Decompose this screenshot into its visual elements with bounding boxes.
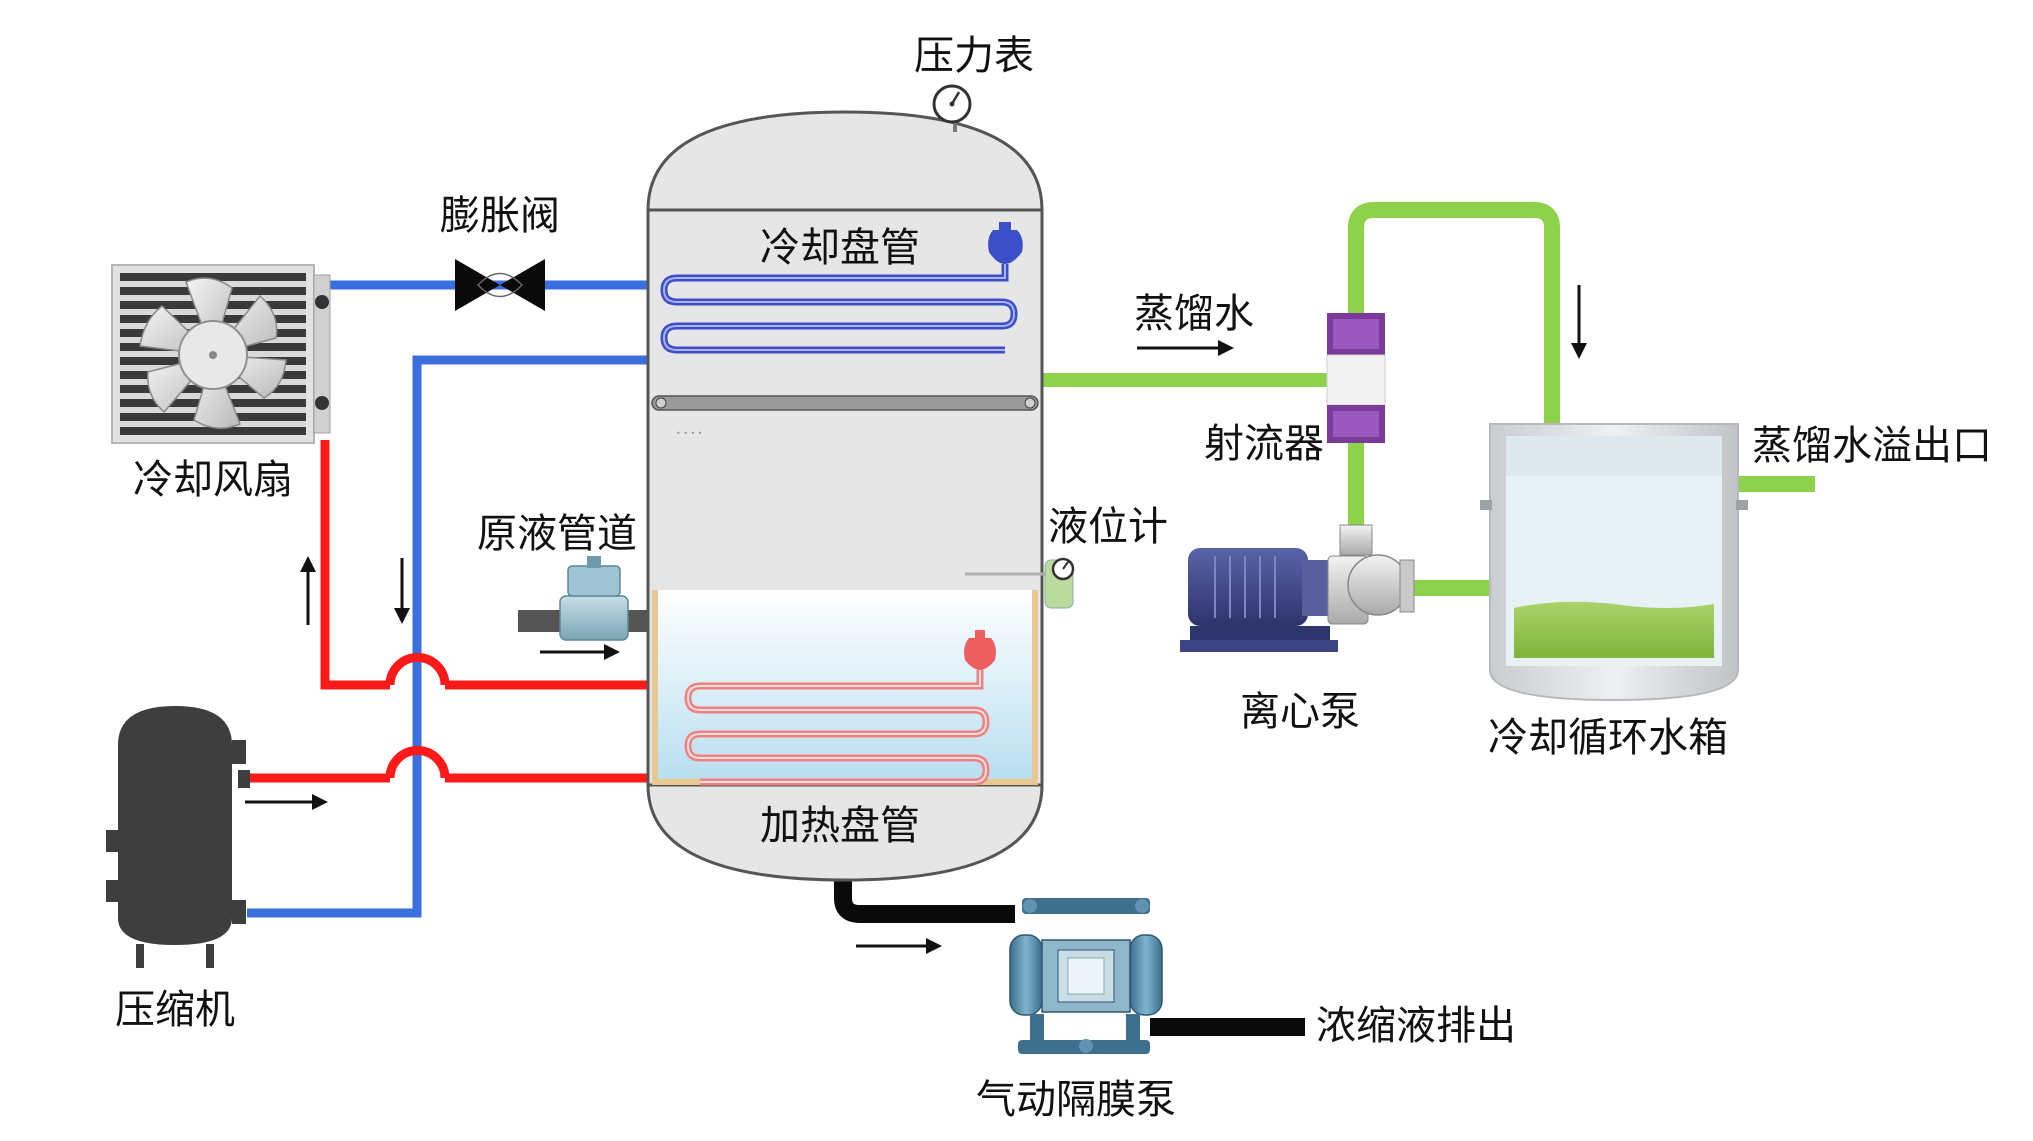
- arrow-right-icon: [245, 794, 328, 810]
- cooling-fan-icon: [111, 264, 331, 444]
- label-level-gauge: 液位计: [1048, 504, 1168, 550]
- pipe-fan-to-heating: [320, 440, 390, 690]
- flow-arrows: [245, 285, 1587, 954]
- arrow-right-icon: [1137, 340, 1234, 356]
- label-distilled-water: 蒸馏水: [1134, 291, 1254, 337]
- label-ejector: 射流器: [1204, 421, 1324, 467]
- cooling-tank-icon: [1480, 423, 1748, 702]
- centrifugal-pump-icon: [1180, 524, 1415, 652]
- pressure-gauge-icon: [932, 84, 972, 132]
- pipe-vessel-return: [247, 355, 648, 918]
- arrow-right-icon: [540, 644, 620, 660]
- label-cooling-fan: 冷却风扇: [133, 457, 293, 503]
- arrow-right-icon: [856, 938, 942, 954]
- label-heating-coil: 加热盘管: [760, 803, 920, 849]
- label-diaphragm-pump: 气动隔膜泵: [976, 1077, 1176, 1123]
- diaphragm-pump-icon: [1009, 898, 1163, 1054]
- heating-coil: [684, 630, 996, 786]
- pipe-crossover-upper: [385, 653, 450, 686]
- cooling-coil: [660, 222, 1023, 354]
- label-cooling-tank: 冷却循环水箱: [1488, 715, 1728, 761]
- compressor-icon: [106, 706, 250, 968]
- label-cooling-coil: 冷却盘管: [760, 225, 920, 271]
- svg-text:• • • •: • • • •: [676, 429, 703, 438]
- label-pressure-gauge: 压力表: [914, 33, 1034, 79]
- expansion-valve-icon: [455, 259, 545, 311]
- arrow-down-icon: [1571, 285, 1587, 359]
- ejector-icon: [1326, 313, 1386, 443]
- pipe-ejector-loop: [1348, 202, 1560, 425]
- label-raw-liquid-pipe: 原液管道: [477, 511, 637, 557]
- label-expansion-valve: 膨胀阀: [440, 193, 560, 239]
- level-gauge-icon: [965, 557, 1075, 609]
- flow-meter-icon: [559, 556, 629, 641]
- label-concentrate-discharge: 浓缩液排出: [1316, 1003, 1516, 1049]
- pipe-drain-in: [834, 880, 1015, 923]
- label-distilled-overflow: 蒸馏水溢出口: [1752, 423, 1992, 469]
- pipe-crossover-lower: [385, 746, 450, 779]
- arrow-down-icon: [394, 558, 410, 624]
- label-centrifugal-pump: 离心泵: [1240, 689, 1360, 735]
- label-compressor: 压缩机: [115, 987, 235, 1033]
- arrow-up-icon: [300, 556, 316, 625]
- vessel-separator: [651, 395, 1039, 411]
